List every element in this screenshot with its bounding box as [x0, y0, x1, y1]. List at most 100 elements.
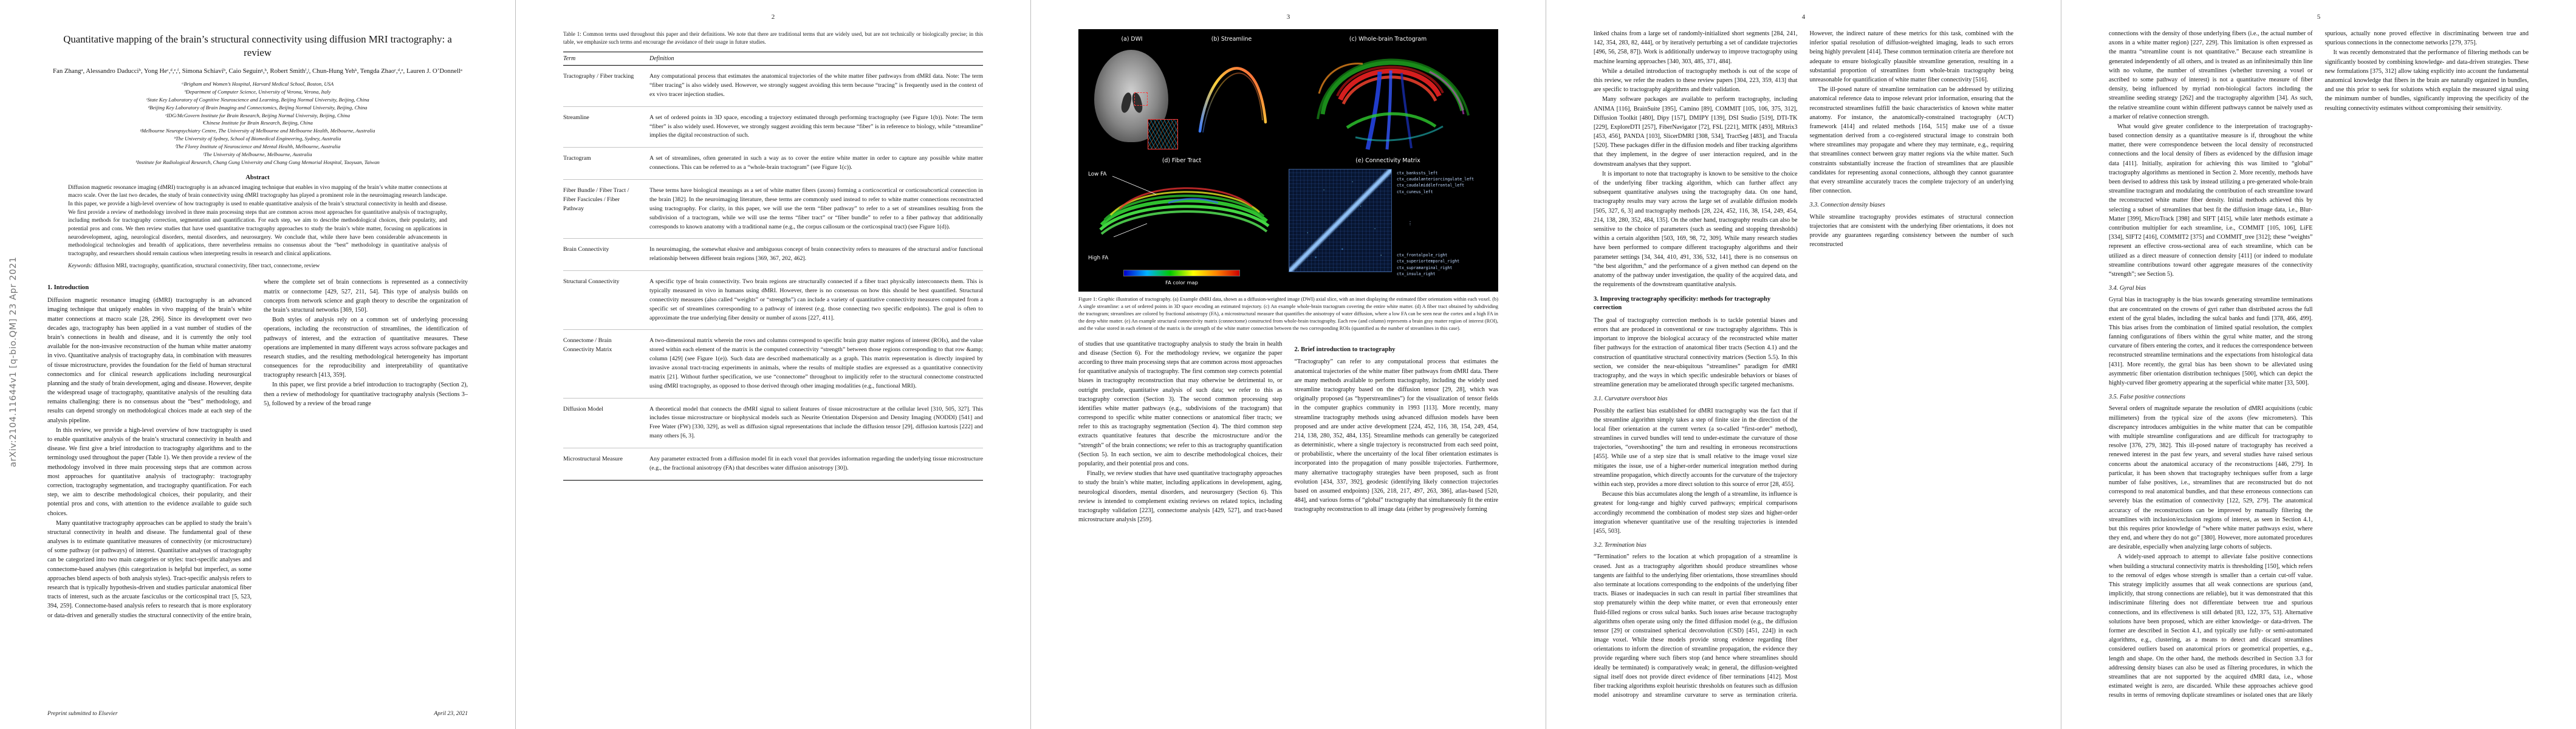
figure-1: (a) DWI (b) Streamline	[1078, 29, 1498, 292]
body-paragraph: Many software packages are available to …	[1594, 96, 1798, 168]
definition-cell: Any computational process that estimates…	[649, 65, 983, 107]
table-row: Brain Connectivity In neuroimaging, the …	[563, 238, 983, 271]
page-5-body-columns: connections with the density of those un…	[2109, 29, 2529, 707]
body-paragraph: It is important to note that tractograph…	[1594, 170, 1798, 289]
body-paragraph: Finally, we review studies that have use…	[1078, 470, 1283, 524]
affiliation: ᵏInstitute for Radiological Research, Ch…	[135, 159, 380, 165]
affiliation: ᵇDepartment of Computer Science, Univers…	[184, 88, 331, 95]
page-5: 5 connections with the density of those …	[2061, 0, 2576, 729]
table-row: Microstructural Measure Any parameter ex…	[563, 447, 983, 481]
definition-cell: In neuroimaging, the somewhat elusive an…	[649, 238, 983, 271]
subsection-heading-false-positives: 3.5. False positive connections	[2109, 394, 2185, 401]
term-cell: Fiber Bundle / Fiber Tract / Fiber Fasci…	[563, 179, 649, 239]
affiliation: ⁱThe Florey Institute of Neuroscience an…	[174, 143, 341, 150]
body-paragraph: In this review, we provide a high-level …	[47, 426, 252, 517]
page-1-content: Quantitative mapping of the brain’s stru…	[47, 29, 468, 708]
terminology-table: Term Definition Tractography / Fiber tra…	[563, 52, 983, 481]
body-paragraph: Gyral bias in tractography is the bias t…	[2109, 296, 2313, 386]
page-3: 3 (a) DWI (b) Streamline	[1030, 0, 1546, 729]
affiliation: ᶠChinese Institute for Brain Research, B…	[202, 120, 313, 126]
subsection-heading-curvature-overshoot: 3.1. Curvature overshoot bias	[1594, 395, 1668, 403]
page-2-content: Table 1: Common terms used throughout th…	[563, 29, 983, 708]
page-2: 2 Table 1: Common terms used throughout …	[515, 0, 1030, 729]
page-4-body-columns: linked chains from a large set of random…	[1594, 29, 2013, 707]
table-row: Tractography / Fiber tracking Any comput…	[563, 65, 983, 107]
matrix-region-label: ctx_supramarginal_right	[1397, 265, 1453, 270]
subsection-heading-connection-density: 3.3. Connection density biases	[1809, 202, 1885, 209]
matrix-region-label: ctx_superiortemporal_right	[1397, 259, 1460, 264]
page-1: arXiv:2104.11644v1 [q-bio.QM] 23 Apr 202…	[0, 0, 515, 729]
fiber-orientation-inset-image	[1148, 119, 1178, 149]
page-number: 2	[771, 13, 775, 21]
term-cell: Tractogram	[563, 147, 649, 180]
body-paragraph: The goal of tractography correction meth…	[1594, 317, 1798, 389]
body-paragraph: While a detailed introduction of tractog…	[1594, 67, 1798, 94]
fiber-tract-image	[1099, 176, 1270, 238]
connectivity-matrix-layout: ctx_bankssts_left ctx_caudalanteriorcing…	[1289, 169, 1493, 278]
matrix-region-label: ctx_insula_right	[1397, 271, 1436, 276]
section-heading-intro-to-tractography: 2. Brief introduction to tractography	[1294, 346, 1396, 353]
term-cell: Brain Connectivity	[563, 238, 649, 271]
body-paragraph: linked chains from a large set of random…	[1594, 30, 1798, 65]
table-row: Streamline A set of ordered points in 3D…	[563, 106, 983, 148]
term-cell: Structural Connectivity	[563, 270, 649, 330]
table-row: Fiber Bundle / Fiber Tract / Fiber Fasci…	[563, 179, 983, 239]
definition-cell: A theoretical model that connects the dM…	[649, 397, 983, 448]
page-5-content: connections with the density of those un…	[2109, 29, 2529, 708]
term-cell: Diffusion Model	[563, 397, 649, 448]
section-heading-tractography-correction: 3. Improving tractography specificity: m…	[1594, 296, 1771, 312]
matrix-region-labels: ctx_bankssts_left ctx_caudalanteriorcing…	[1397, 169, 1474, 278]
page-number: 4	[1801, 13, 1806, 21]
affiliation: ᵉIDG/McGovern Institute for Brain Resear…	[165, 112, 351, 118]
panel-d-label: (d) Fiber Tract	[1162, 157, 1202, 164]
figure-1-caption: Figure 1: Graphic illustration of tracto…	[1078, 296, 1498, 331]
fa-colorbar-label: FA color map	[1165, 279, 1198, 286]
subsection-heading-termination-bias: 3.2. Termination bias	[1594, 542, 1646, 549]
panel-c-label: (c) Whole-brain Tractogram	[1349, 36, 1427, 43]
matrix-labels-ellipsis: ⋮	[1408, 221, 1413, 227]
matrix-region-label: ctx_frontalpole_right	[1397, 253, 1448, 258]
preprint-note: Preprint submitted to Elsevier	[47, 710, 118, 717]
page-number: 3	[1286, 13, 1290, 21]
page-1-footer: Preprint submitted to Elsevier April 23,…	[47, 710, 468, 717]
table-header-row: Term Definition	[563, 52, 983, 66]
page-number: 5	[2317, 13, 2321, 21]
dwi-zoom-roi-box	[1134, 92, 1148, 106]
body-paragraph: “Tractography” can refer to any computat…	[1294, 358, 1499, 513]
figure-panel-streamline: (b) Streamline	[1183, 34, 1280, 153]
definition-cell: A specific type of brain connectivity. T…	[649, 270, 983, 330]
affiliation: ʰThe University of Sydney, School of Bio…	[174, 135, 341, 142]
term-cell: Tractography / Fiber tracking	[563, 65, 649, 107]
body-paragraph: A widely-used approach to attempt to all…	[2109, 30, 2529, 699]
body-paragraph: Possibly the earliest bias established f…	[1594, 407, 1798, 488]
term-cell: Connectome / Brain Connectivity Matrix	[563, 329, 649, 399]
affiliation: ᵃBrigham and Women’s Hospital, Harvard M…	[181, 81, 334, 87]
panel-e-label: (e) Connectivity Matrix	[1355, 157, 1420, 164]
body-paragraph: Both styles of analysis rely on a common…	[264, 317, 468, 379]
definition-cell: Any parameter extracted from a diffusion…	[649, 447, 983, 481]
subsection-heading-gyral-bias: 3.4. Gyral bias	[2109, 285, 2146, 292]
fa-colorbar	[1123, 270, 1240, 276]
abstract-text: Diffusion magnetic resonance imaging (dM…	[68, 184, 447, 257]
figure-panel-dwi: (a) DWI	[1083, 34, 1180, 153]
table-row: Connectome / Brain Connectivity Matrix A…	[563, 329, 983, 399]
keywords-text: diffusion MRI, tractography, quantificat…	[94, 263, 320, 270]
body-paragraph: Diffusion magnetic resonance imaging (dM…	[47, 297, 252, 424]
ventricle-shape	[1120, 91, 1133, 114]
page-3-body-columns: of studies that use quantitative tractog…	[1078, 340, 1498, 680]
term-cell: Streamline	[563, 106, 649, 148]
body-paragraph: It was recently demonstrated that the pe…	[2324, 49, 2529, 112]
definition-cell: These terms have biological meanings as …	[649, 179, 983, 239]
definition-cell: A two-dimensional matrix wherein the row…	[649, 329, 983, 399]
table-row: Diffusion Model A theoretical model that…	[563, 397, 983, 448]
body-paragraph: connections with the density of those un…	[2109, 30, 2313, 120]
column-header-term: Term	[563, 52, 649, 66]
body-paragraph: While streamline tractography provides e…	[1809, 213, 2014, 248]
definition-cell: A set of ordered points in 3D space, enc…	[649, 106, 983, 148]
affiliation: ᵈBeijing Key Laboratory of Brain Imaging…	[148, 104, 368, 111]
column-header-definition: Definition	[649, 52, 983, 66]
figure-panel-fiber-tract: (d) Fiber Tract Low FA High FA	[1083, 156, 1280, 287]
page-4-content: linked chains from a large set of random…	[1594, 29, 2013, 708]
streamline-illustration	[1198, 67, 1267, 133]
